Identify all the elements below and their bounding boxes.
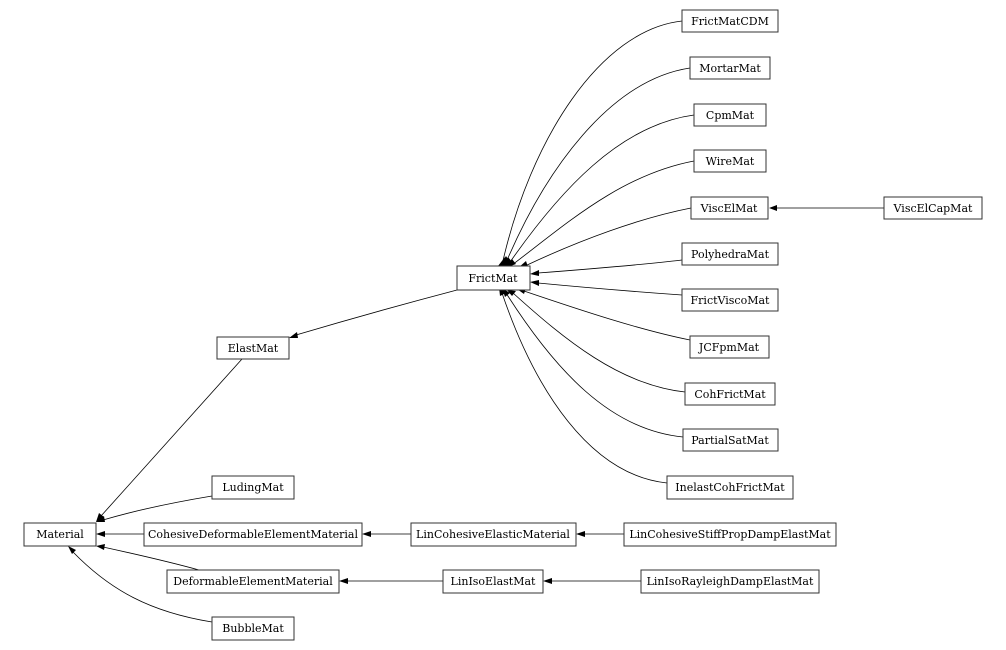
node-label: LinCohesiveElasticMaterial xyxy=(416,528,570,541)
arrowhead-ludingmat xyxy=(96,516,105,522)
edge-elastmat-to-material xyxy=(100,358,243,517)
node-frictmatcdm[interactable]: FrictMatCDM xyxy=(681,9,779,33)
node-partialsatmat[interactable]: PartialSatMat xyxy=(682,428,779,452)
arrowhead-linisoelast xyxy=(339,578,348,584)
edge-cohfrictmat-to-frictmat xyxy=(512,292,686,393)
edge-deformable-to-material xyxy=(102,546,200,571)
node-frictmat[interactable]: FrictMat xyxy=(456,265,531,291)
node-cohfrictmat[interactable]: CohFrictMat xyxy=(684,382,776,406)
edge-frictmatcdm-to-frictmat xyxy=(501,20,683,266)
arrowhead-bubblemat xyxy=(68,546,76,554)
node-deformableelementmaterial[interactable]: DeformableElementMaterial xyxy=(166,569,340,594)
node-ludingmat[interactable]: LudingMat xyxy=(211,475,295,500)
node-material[interactable]: Material xyxy=(23,522,97,547)
node-label: Material xyxy=(36,528,84,541)
node-lincohesiveelasticmaterial[interactable]: LinCohesiveElasticMaterial xyxy=(410,522,577,547)
arrowhead-cohesivedeformable xyxy=(96,531,105,537)
nodes: Material ElastMat FrictMat FrictMatCDM M… xyxy=(23,9,983,641)
node-label: InelastCohFrictMat xyxy=(675,481,785,494)
edge-wiremat-to-frictmat xyxy=(511,160,695,266)
edge-frictmat-to-elastmat xyxy=(295,289,458,336)
node-jcfpmmat[interactable]: JCFpmMat xyxy=(689,335,770,359)
arrowhead-viscelcapmat xyxy=(769,205,777,211)
node-polyhedramat[interactable]: PolyhedraMat xyxy=(681,242,779,266)
edge-polyhedramat-to-frictmat xyxy=(537,259,683,274)
arrowhead-frictviscomat xyxy=(530,280,539,286)
arrowhead-lincohesiveelastic xyxy=(362,531,371,537)
node-label: ViscElCapMat xyxy=(893,202,973,215)
node-label: ViscElMat xyxy=(700,202,758,215)
edge-frictviscomat-to-frictmat xyxy=(537,282,683,296)
node-label: PartialSatMat xyxy=(691,434,769,447)
node-cohesivedeformableelementmaterial[interactable]: CohesiveDeformableElementMaterial xyxy=(143,522,363,547)
node-mortarmat[interactable]: MortarMat xyxy=(689,56,771,80)
arrowhead-elastmat xyxy=(96,513,104,522)
node-label: CohFrictMat xyxy=(694,388,766,401)
node-label: LinIsoRayleighDampElastMat xyxy=(647,575,814,588)
edge-inelastcohfrictmat-to-frictmat xyxy=(501,292,668,484)
node-label: FrictViscoMat xyxy=(691,294,771,307)
edge-mortarmat-to-frictmat xyxy=(504,67,691,266)
arrowhead-polyhedramat xyxy=(530,270,539,276)
arrowhead-cohfrictmat xyxy=(507,290,516,296)
edge-ludingmat-to-material xyxy=(102,495,213,521)
node-wiremat[interactable]: WireMat xyxy=(693,149,767,173)
node-label: DeformableElementMaterial xyxy=(173,575,333,588)
node-label: FrictMat xyxy=(468,272,518,285)
edge-viscelmat-to-frictmat xyxy=(524,207,692,267)
node-label: CohesiveDeformableElementMaterial xyxy=(148,528,358,541)
node-frictviscomat[interactable]: FrictViscoMat xyxy=(681,288,779,312)
node-label: WireMat xyxy=(706,155,755,168)
node-lincohesivestiffpropdampelastmat[interactable]: LinCohesiveStiffPropDampElastMat xyxy=(623,522,837,547)
node-viscelcapmat[interactable]: ViscElCapMat xyxy=(883,196,983,220)
node-label: LinCohesiveStiffPropDampElastMat xyxy=(629,528,831,541)
node-label: LinIsoElastMat xyxy=(451,575,537,588)
node-inelastcohfrictmat[interactable]: InelastCohFrictMat xyxy=(666,475,794,500)
arrowhead-lincohesivestiff xyxy=(576,531,585,537)
node-cpmmat[interactable]: CpmMat xyxy=(693,103,767,127)
node-viscelmat[interactable]: ViscElMat xyxy=(690,196,769,220)
arrowhead-linisorayleigh xyxy=(543,578,552,584)
node-label: MortarMat xyxy=(699,62,761,75)
node-label: FrictMatCDM xyxy=(691,15,769,28)
node-label: ElastMat xyxy=(228,342,279,355)
node-label: JCFpmMat xyxy=(698,341,760,354)
arrowhead-deformable xyxy=(96,544,105,550)
node-label: LudingMat xyxy=(222,481,284,494)
node-label: CpmMat xyxy=(706,109,755,122)
node-bubblemat[interactable]: BubbleMat xyxy=(211,616,295,641)
arrowhead-cpmmat xyxy=(502,257,513,267)
node-elastmat[interactable]: ElastMat xyxy=(216,336,290,360)
node-label: PolyhedraMat xyxy=(691,248,770,261)
edges xyxy=(68,20,884,623)
node-label: BubbleMat xyxy=(222,622,284,635)
edge-partialsatmat-to-frictmat xyxy=(505,292,684,438)
edge-cpmmat-to-frictmat xyxy=(507,114,695,266)
node-linisorayleighdampelastmat[interactable]: LinIsoRayleighDampElastMat xyxy=(640,569,820,594)
arrowhead-frictmat xyxy=(289,332,298,338)
edge-bubblemat-to-material xyxy=(72,551,213,623)
edge-jcfpmmat-to-frictmat xyxy=(523,290,691,341)
node-linisoelastmat[interactable]: LinIsoElastMat xyxy=(442,569,544,594)
